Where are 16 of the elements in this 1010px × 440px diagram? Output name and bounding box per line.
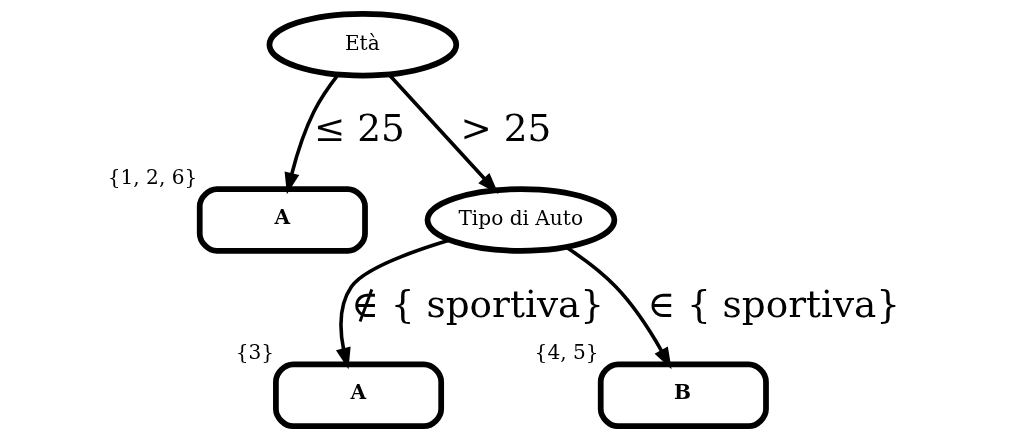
edge-label: ≤ 25 [313,106,405,151]
edge-label: > 25 [460,106,551,151]
edge-label: ∈ { sportiva} [646,281,900,326]
node-ellipse: Età [266,10,459,79]
arrow [564,245,672,370]
node-ellipse: Tipo di Auto [424,186,617,254]
node-box: B [597,361,769,430]
arrow [284,73,340,195]
node-label: {3} [235,339,274,364]
arrow [335,238,450,370]
node-box: A [272,361,444,430]
node-label: {4, 5} [534,339,599,364]
node-label: {1, 2, 6} [107,164,197,189]
edge-label: ∉ { sportiva} [350,281,604,326]
arrow [387,73,498,195]
node-box: A [196,186,368,254]
